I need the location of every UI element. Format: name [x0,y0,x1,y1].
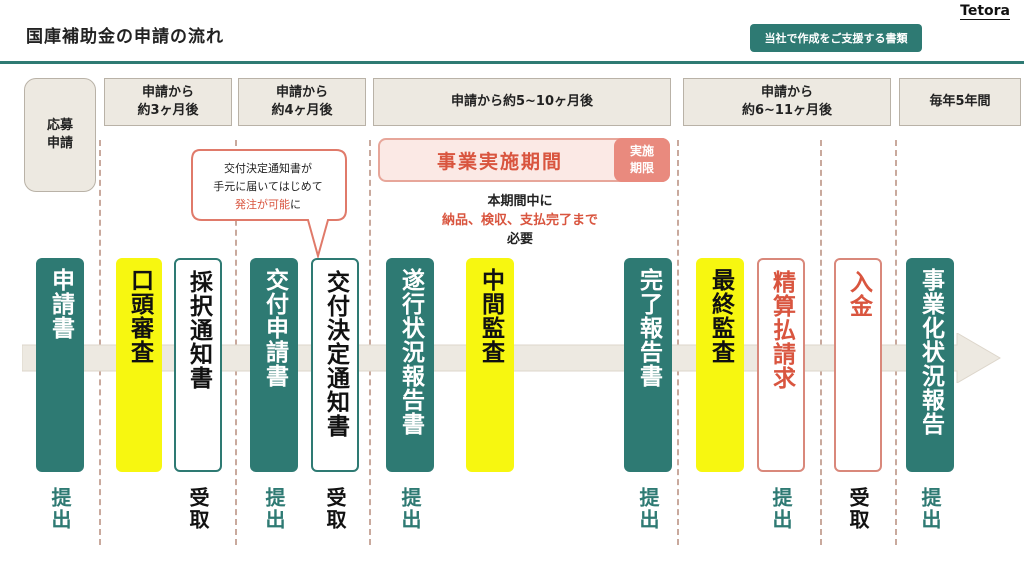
column-header-line: 約3ヶ月後 [137,103,199,118]
deadline-tag-line: 期限 [629,161,654,175]
column-divider [677,140,679,545]
column-header-line: 申請 [46,136,73,151]
callout-bubble [191,149,347,260]
action-receive: 受取 [846,487,870,531]
action-receive: 受取 [323,487,347,531]
period-note: 本期間中に 納品、検収、支払完了まで 必要 [430,192,610,249]
support-badge: 当社で作成をご支援する書類 [750,24,922,52]
callout-text: 交付決定通知書が 手元に届いてはじめて 発注が可能に [198,160,338,214]
action-submit: 提出 [769,487,793,531]
document-label: 交付決定通知書 [322,270,349,438]
column-header-line: 毎年5年間 [929,94,991,109]
deadline-tag-line: 実施 [629,144,654,158]
column-header-line: 応募 [46,118,73,133]
action-submit: 提出 [636,487,660,531]
document-label: 口頭審査 [126,268,153,364]
callout-line: 手元に届いてはじめて [213,180,323,193]
column-header-line: 申請から [275,85,328,100]
column-header-line: 申請から [760,85,813,100]
action-submit: 提出 [398,487,422,531]
document-commercialization-report: 事業化状況報告 [906,258,954,472]
document-final-audit: 最終監査 [696,258,744,472]
document-progress-report: 遂行状況報告書 [386,258,434,472]
action-receive: 受取 [186,487,210,531]
page-title: 国庫補助金の申請の流れ [26,27,224,47]
document-label: 入金 [845,270,872,318]
period-note-line: 必要 [506,232,533,247]
document-label: 完了報告書 [635,268,662,388]
callout-tail: に [290,198,301,211]
document-grant-decision-notice: 交付決定通知書 [311,258,359,472]
callout-accent: 発注が可能 [235,198,290,211]
header-rule [0,61,1024,64]
column-header-5years: 毎年5年間 [899,78,1021,126]
column-header-4months: 申請から 約4ヶ月後 [238,78,366,126]
implementation-period: 事業実施期間 実施 期限 [378,138,670,182]
column-header-line: 約4ヶ月後 [271,103,333,118]
document-grant-application: 交付申請書 [250,258,298,472]
document-application: 申請書 [36,258,84,472]
document-interim-audit: 中間監査 [466,258,514,472]
deadline-tag: 実施 期限 [614,138,670,182]
document-label: 中間監査 [477,268,504,364]
column-divider [235,140,237,545]
action-submit: 提出 [262,487,286,531]
column-header-line: 申請から [141,85,194,100]
column-header-line: 約6~11ヶ月後 [741,103,833,118]
column-header-apply: 応募 申請 [24,78,96,192]
column-header-line: 申請から約5~10ヶ月後 [450,94,594,109]
column-divider [369,140,371,545]
period-note-line: 納品、検収、支払完了まで [441,213,598,228]
document-label: 交付申請書 [261,268,288,388]
column-divider [820,140,822,545]
column-header-5-10months: 申請から約5~10ヶ月後 [373,78,671,126]
column-divider [895,140,897,545]
action-submit: 提出 [48,487,72,531]
column-header-3months: 申請から 約3ヶ月後 [104,78,232,126]
implementation-period-label: 事業実施期間 [436,150,563,173]
column-divider [99,140,101,545]
document-label: 最終監査 [707,268,734,364]
document-label: 採択通知書 [185,270,212,390]
document-completion-report: 完了報告書 [624,258,672,472]
document-payment-receipt: 入金 [834,258,882,472]
document-settlement-request: 精算払請求 [757,258,805,472]
period-note-line: 本期間中に [487,194,553,209]
document-label: 精算払請求 [768,270,795,390]
document-label: 事業化状況報告 [917,268,944,436]
column-header-6-11months: 申請から 約6~11ヶ月後 [683,78,891,126]
document-label: 申請書 [47,268,74,340]
action-submit: 提出 [918,487,942,531]
callout-line: 発注が可能に [198,196,338,214]
document-adoption-notice: 採択通知書 [174,258,222,472]
document-oral-review: 口頭審査 [116,258,162,472]
callout-line: 交付決定通知書が [224,162,312,175]
document-label: 遂行状況報告書 [397,268,424,436]
brand-logo: Tetora [960,3,1010,20]
